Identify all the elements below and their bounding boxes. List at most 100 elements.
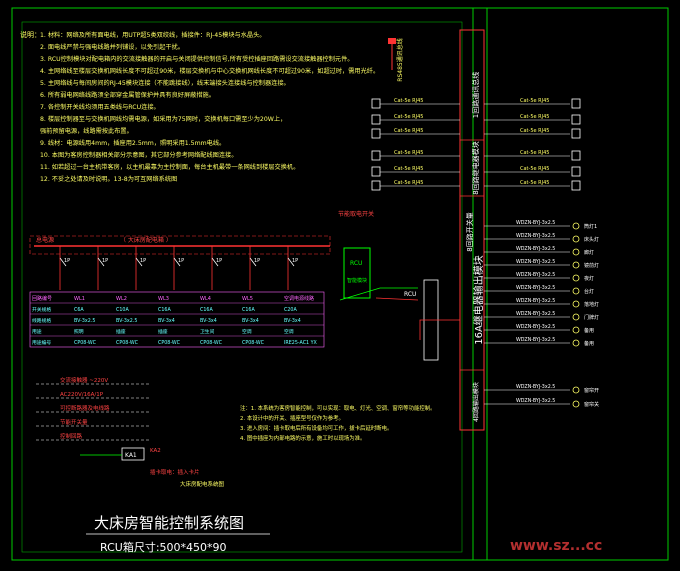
inner-frame <box>21 21 463 553</box>
note-line: 5. 主网络线与每间房间的RJ-45模块连接（不能跳接线），线末端接头连接线与控… <box>40 79 290 87</box>
legend-item: 交流接触器 ~220V <box>60 376 108 384</box>
circuit-spec: WDZN-BYJ-3x2.5 <box>516 272 555 278</box>
notes-heading: 说明： <box>20 30 41 39</box>
socket-right <box>571 114 581 125</box>
module-column <box>459 29 485 431</box>
table-cell: CP08-WC <box>242 340 265 346</box>
socket-right <box>571 150 581 161</box>
socket-left-label: Cat-5e RJ45 <box>394 180 423 186</box>
note-line: 12. 不妥之处请及时说明。13-8为可互网络系统图 <box>40 175 177 183</box>
circuit-load: 镜前灯 <box>584 262 599 269</box>
table-frame <box>29 291 325 348</box>
table-header-cell: 回路编号 <box>32 295 52 302</box>
note-line: 2. 面电线严禁与强电线路并列铺设，以免引起干扰。 <box>40 43 184 51</box>
circuit-load: 筒灯1 <box>584 223 597 230</box>
note-line: 9. 线材：电源线用4mm，插座用2.5mm，照明采用1.5mm电线。 <box>40 139 225 147</box>
table-header-cell: WL4 <box>200 296 211 302</box>
socket-left <box>371 166 381 177</box>
table-header-cell: WL1 <box>74 296 85 302</box>
socket-right <box>571 128 581 139</box>
table-cell: CP08-WC <box>74 340 97 346</box>
socket-left <box>371 128 381 139</box>
breaker-switch <box>173 257 181 267</box>
legend-note: 4. 图中插座为内部电路的示意，施工时以现场为准。 <box>240 434 365 442</box>
bottom-load: 窗帘关 <box>584 401 599 408</box>
lamp-icon <box>572 287 580 295</box>
table-header-cell: WL5 <box>242 296 253 302</box>
table-cell: 空调 <box>242 328 252 335</box>
note-line: 强前预留电源，线路需按此布置。 <box>40 127 133 135</box>
socket-right <box>571 180 581 191</box>
socket-left <box>371 150 381 161</box>
circuit-spec: WDZN-BYJ-3x2.5 <box>516 259 555 265</box>
side-label: 节能取电开关 <box>338 210 374 218</box>
block-lower: 16A继电器输出模块 <box>472 255 485 345</box>
socket-left-label: Cat-5e RJ45 <box>394 114 423 120</box>
table-cell: 开关规格 <box>32 306 51 313</box>
bus-box <box>29 235 331 255</box>
table-header-cell: WL2 <box>116 296 127 302</box>
lamp-icon <box>572 326 580 334</box>
circuit-spec: WDZN-BYJ-3x2.5 <box>516 220 555 226</box>
table-cell: BV-3x4 <box>284 318 301 324</box>
table-cell: C16A <box>242 307 255 313</box>
socket-right-label: Cat-5e RJ45 <box>520 150 549 156</box>
breaker-label: 1P <box>254 258 260 264</box>
notes-block: 说明： 1. 材料：网络及所有面电线，用UTP超5类双绞线，插接件：RJ-45模… <box>20 30 379 183</box>
lamp-icon <box>572 248 580 256</box>
ka1-label: KA1 <box>125 452 137 459</box>
socket-right-label: Cat-5e RJ45 <box>520 166 549 172</box>
circuit-load: 备用 <box>584 327 594 334</box>
breaker-switch <box>211 257 219 267</box>
breaker-label: 1P <box>292 258 298 264</box>
circuit-load: 落地灯 <box>584 301 599 308</box>
rcu-module-box <box>343 247 371 299</box>
table-cell: C10A <box>116 307 129 313</box>
table-cell: 用途编号 <box>32 339 51 346</box>
note-line: 8. 楼层控制器至与交换机网线均需电源，如采用为75网时，交换机每口需至少为20… <box>40 115 286 123</box>
breaker-switch <box>59 257 67 267</box>
note-line: 1. 材料：网络及所有面电线，用UTP超5类双绞线，插接件：RJ-45模块与水晶… <box>40 31 265 39</box>
module-label: 8回路继电器模块 <box>471 141 480 194</box>
socket-left <box>371 180 381 191</box>
legend-note: 2. 本设计中的开关、插座型号仅作为参考。 <box>240 414 344 422</box>
lamp-icon <box>572 222 580 230</box>
table-cell: 用途 <box>32 328 42 335</box>
legend-item: 可控断路器及电线路 <box>60 404 110 412</box>
block-upper: 8回路开关量 <box>465 212 474 251</box>
legend-bottom-label: 大床房配电系统图 <box>180 480 225 488</box>
lamp-icon <box>572 300 580 308</box>
lamp-icon <box>572 235 580 243</box>
table-cell: 卫生间 <box>200 328 215 335</box>
table-cell: BV-3x4 <box>242 318 259 324</box>
socket-right <box>571 98 581 109</box>
table-cell: 空调 <box>284 328 294 335</box>
table-cell: IRE25-AC1 YX <box>284 340 318 346</box>
breaker-label: 1P <box>102 258 108 264</box>
table-cell: CP08-WC <box>158 340 181 346</box>
bar-label: 总电源 <box>36 236 54 244</box>
bus-label: 1回路通讯总线 <box>471 72 480 118</box>
note-line: 4. 主网络线至楼层交换机网线长度不可超过90米，楼层交换机与中心交换机网线长度… <box>40 67 379 75</box>
table-cell: C16A <box>158 307 171 313</box>
motor-icon <box>572 386 580 394</box>
legend-item: 节能开关量 <box>60 418 88 426</box>
table-cell: C6A <box>74 307 84 313</box>
table-cell: 照明 <box>74 329 84 335</box>
legend-note: 3. 进入房间：插卡取电后所有设备均可工作，拔卡后延时断电。 <box>240 424 392 432</box>
circuit-spec: WDZN-BYJ-3x2.5 <box>516 246 555 252</box>
socket-right <box>571 166 581 177</box>
table-cell: BV-3x4 <box>200 318 217 324</box>
socket-right-label: Cat-5e RJ45 <box>520 114 549 120</box>
note-line: 6. 所有弱电网络线路须全部穿金属管保护并具有良好屏蔽措施。 <box>40 91 215 99</box>
circuit-load: 门牌灯 <box>584 314 599 321</box>
socket-right-label: Cat-5e RJ45 <box>520 98 549 104</box>
socket-left-label: Cat-5e RJ45 <box>394 128 423 134</box>
breaker-switch <box>249 257 257 267</box>
